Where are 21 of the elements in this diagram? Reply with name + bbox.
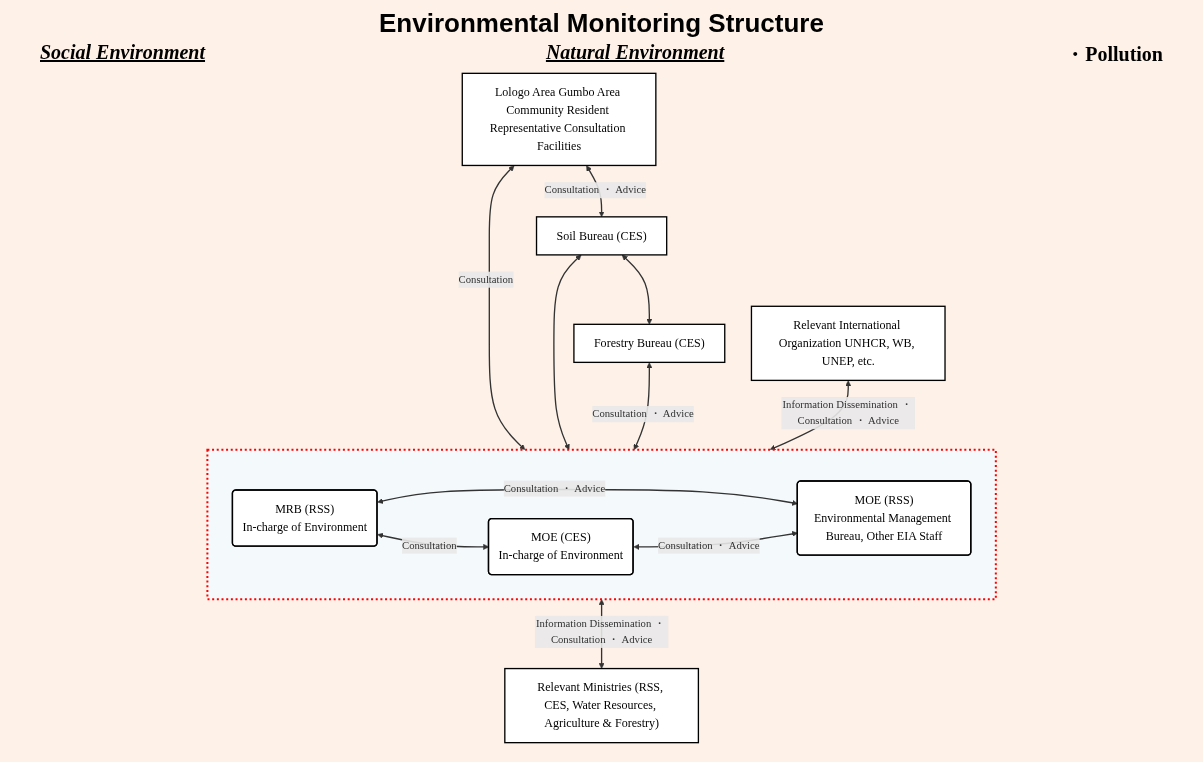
- edge-label: Consultation: [458, 273, 514, 285]
- edge-label: Consultation ・ Advice: [592, 408, 694, 420]
- edge-label: Consultation ・ Advice: [544, 184, 646, 196]
- edge-label: Consultation ・ Advice: [657, 539, 760, 551]
- section-heading: Social Environment: [40, 41, 206, 65]
- cluster: [206, 448, 997, 601]
- node-box: Soil Bureau (CES): [535, 216, 668, 256]
- edge-label: Information Dissemination ・ Consultation ・ Advice: [535, 617, 665, 646]
- node-box: Relevant Ministries (RSS, CES, Water Resources, Agriculture & Forestry): [504, 667, 699, 744]
- edge-label: Consultation ・ Advice: [503, 482, 606, 494]
- node-box: Lologo Area Gumbo Area Community Resident Representative Consultation Facilities: [461, 72, 657, 167]
- node-box: Relevant International Organization UNHCR, WB, UNEP, etc.: [750, 305, 946, 382]
- node-box: Forestry Bureau (CES): [573, 323, 726, 364]
- diagram-title: Environmental Monitoring Structure: [378, 8, 825, 39]
- section-heading: ・Pollution: [1065, 42, 1163, 67]
- arrow: [488, 165, 526, 451]
- edge-label: Information Dissemination ・ Consultation ・ Advice: [782, 399, 912, 427]
- arrow: [621, 254, 653, 325]
- section-heading: Natural Environment: [545, 41, 725, 65]
- arrow: [553, 254, 582, 451]
- edge-label: Consultation: [401, 539, 457, 551]
